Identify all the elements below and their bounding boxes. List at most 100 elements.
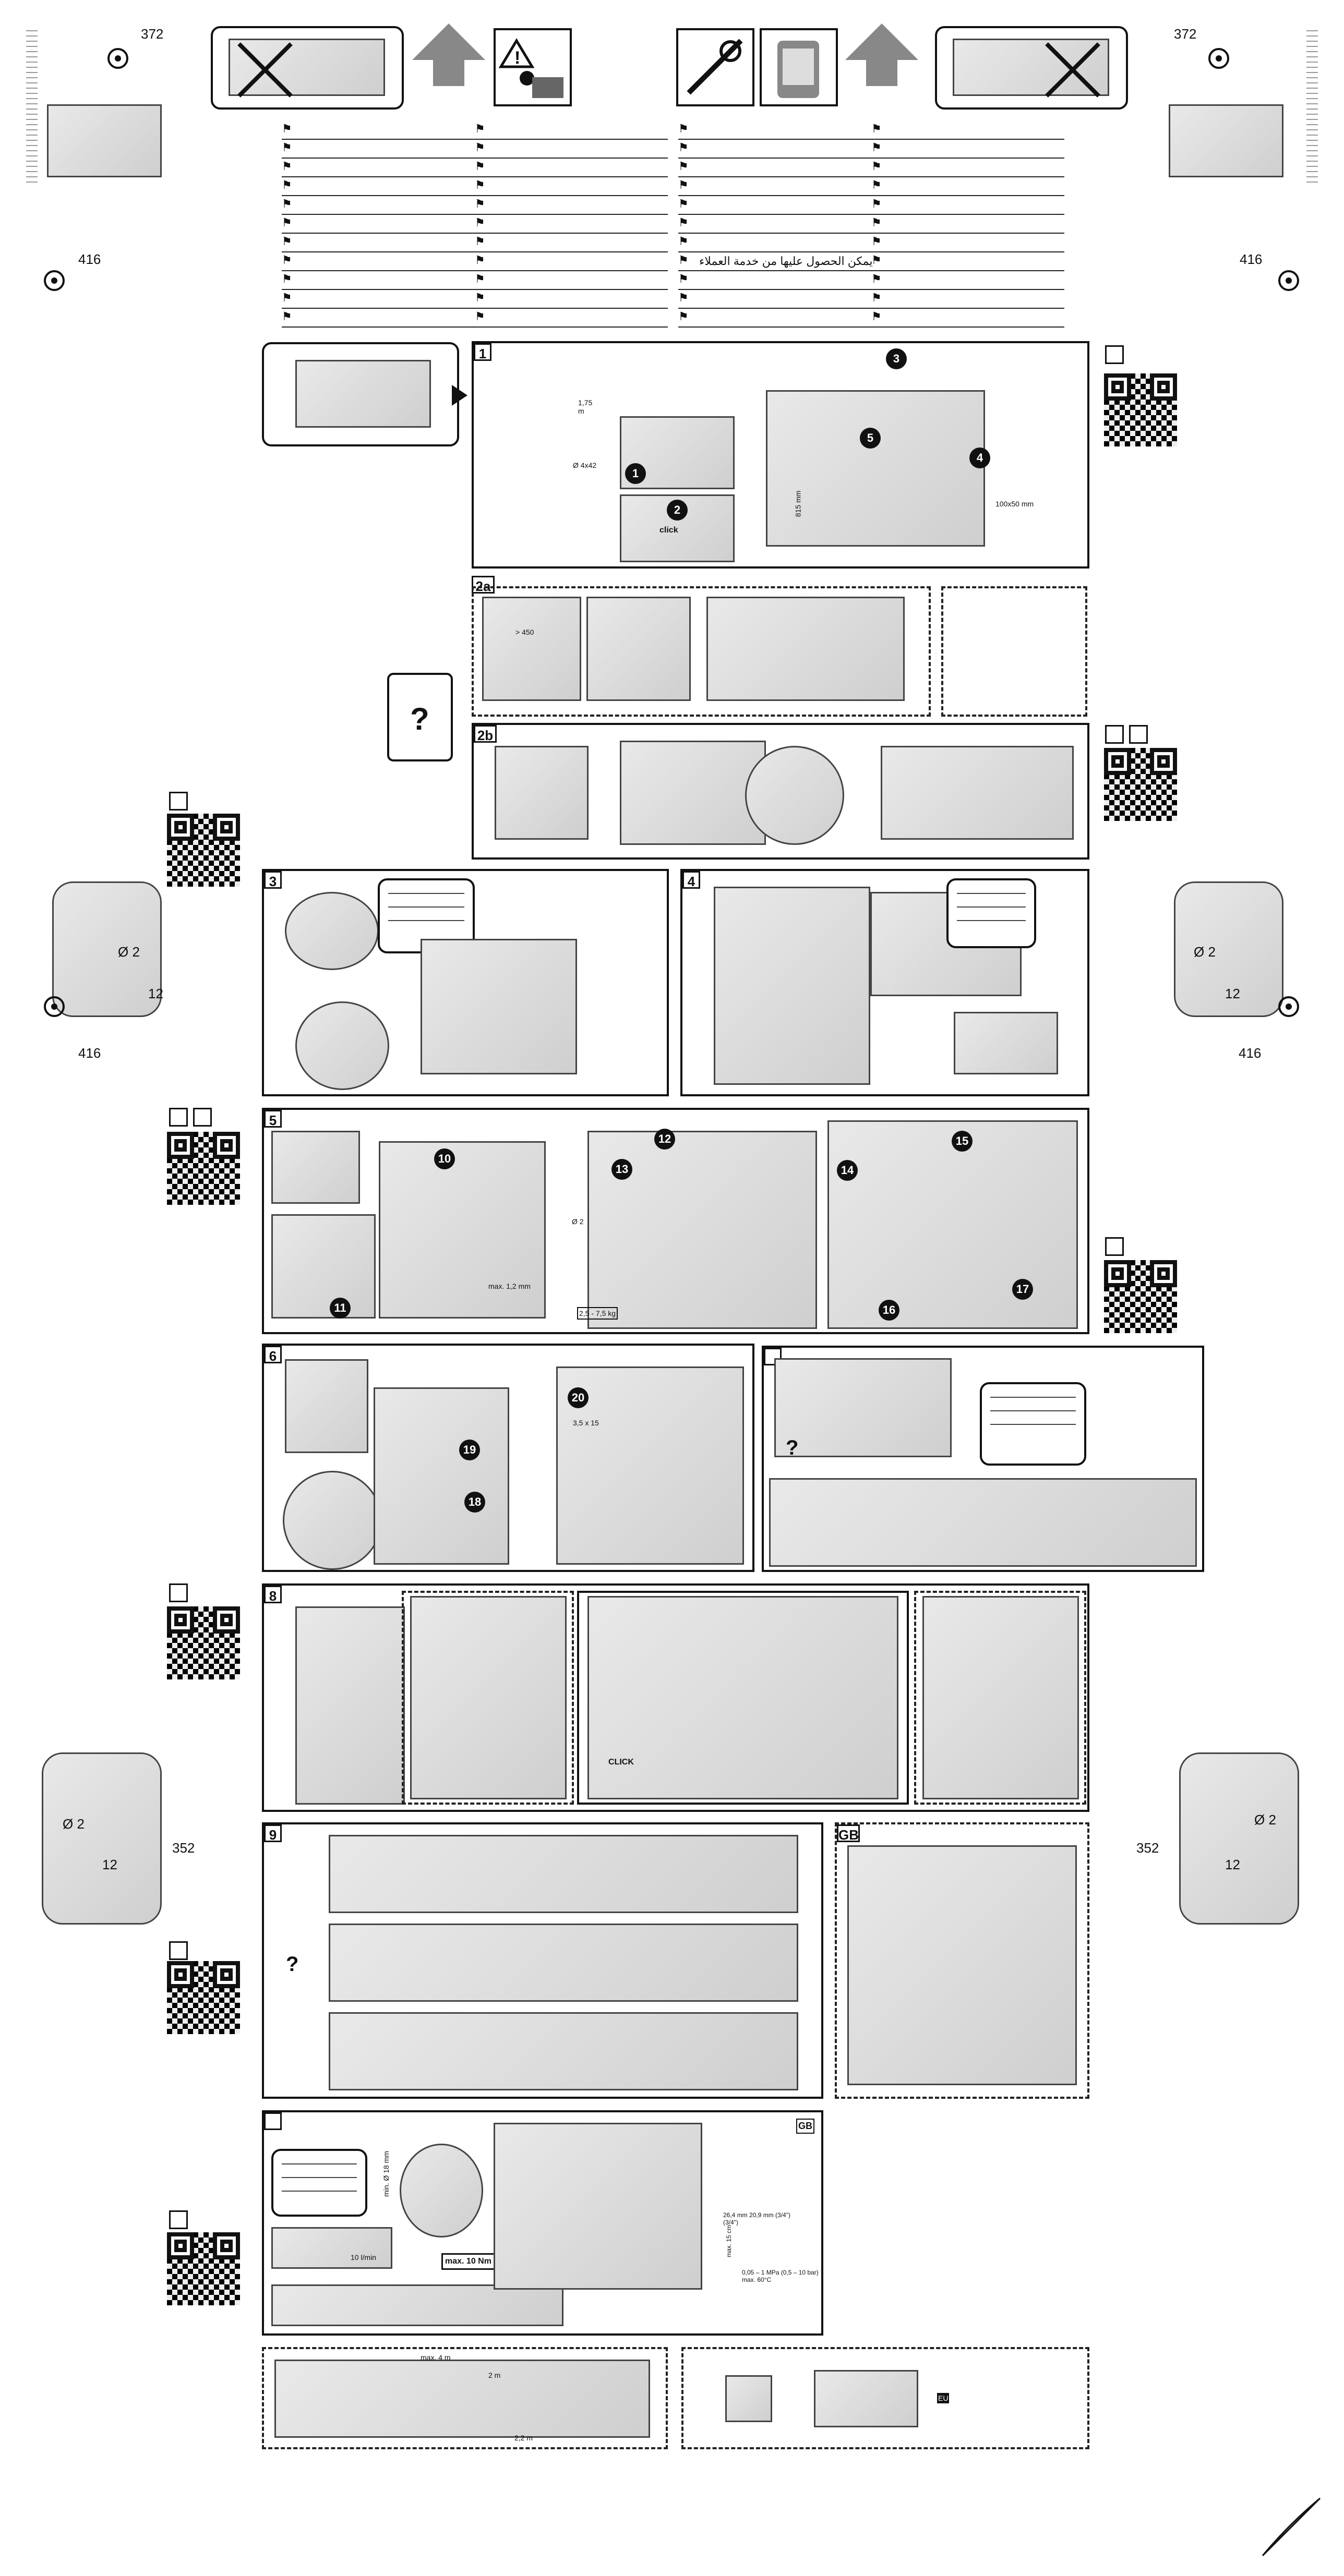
flag-icon: ⚑ <box>871 141 882 154</box>
hose-22m-label: 2,2 m <box>514 2434 533 2442</box>
door-template-illustration <box>379 1141 546 1319</box>
svg-text:!: ! <box>514 48 520 68</box>
language-cell: ⚑ <box>871 270 1064 290</box>
screw-target-icon-right <box>1208 48 1229 69</box>
flag-icon: ⚑ <box>871 197 882 210</box>
question-mark: ? <box>410 702 429 736</box>
qr-code-left-1[interactable] <box>167 814 240 887</box>
callout-2: 2 <box>667 500 688 521</box>
size-label: 100x50 mm <box>995 500 1034 508</box>
drill-illustration-lower-left <box>42 1752 162 1925</box>
hose-2m-label: 2 m <box>488 2371 501 2379</box>
drill-dim-lower-left: 352 <box>172 1840 195 1856</box>
language-cell: ⚑ <box>678 158 871 177</box>
qr-code-5-right[interactable] <box>1104 1260 1177 1333</box>
power-panel: EU <box>681 2347 1089 2449</box>
click-illustration <box>620 494 735 562</box>
language-cell: ⚑ <box>475 308 668 328</box>
language-cell: ⚑ <box>475 176 668 196</box>
torque-label: max. 10 Nm <box>441 2253 495 2270</box>
language-cell: ⚑ <box>678 176 871 196</box>
flag-icon: ⚑ <box>475 235 485 248</box>
app-leveling-icon <box>954 1012 1058 1074</box>
qr-label-9 <box>169 1941 188 1960</box>
section-water-panel: 10 l/min min. Ø 18 mm max. 10 Nm GB 26,4… <box>262 2110 823 2336</box>
door-close-illustration <box>374 1387 509 1565</box>
language-cell: ⚑ <box>678 251 871 271</box>
language-cell: ⚑ <box>871 251 1064 271</box>
pliers-illustration <box>847 1845 1077 2085</box>
pipe-detail-illustration <box>400 2144 483 2238</box>
language-cell: ⚑ <box>871 176 1064 196</box>
language-cell: ⚑ <box>678 139 871 159</box>
no-hose-illustration <box>285 892 379 970</box>
qr-code-5[interactable] <box>167 1132 240 1205</box>
up-arrow-icon-right <box>845 23 918 86</box>
flag-icon: ⚑ <box>678 178 689 191</box>
section-4-panel: 4 <box>680 869 1089 1096</box>
language-cell: ⚑ <box>678 270 871 290</box>
flag-icon: ⚑ <box>871 310 882 323</box>
flag-icon: ⚑ <box>678 235 689 248</box>
qr-code-1[interactable] <box>1104 373 1177 446</box>
flag-icon: ⚑ <box>678 253 689 267</box>
gb-panel: GB <box>835 1822 1089 2099</box>
screw-target-icon-side-left <box>44 270 65 291</box>
language-cell: ⚑ <box>282 195 475 215</box>
power-cable-illustration <box>814 2370 918 2427</box>
drill-illustration-right <box>1174 881 1283 1017</box>
drill-illustration-lower-right <box>1179 1752 1299 1925</box>
section-number-water <box>264 2112 282 2130</box>
qr-code-10[interactable] <box>167 2232 240 2305</box>
qr-label-box-2b-b <box>1129 725 1148 744</box>
screw-target-icon-drill-left <box>44 996 65 1017</box>
drill-diameter-lower-left: Ø 2 <box>63 1816 85 1832</box>
callout-17: 17 <box>1012 1279 1033 1300</box>
flag-icon: ⚑ <box>282 141 292 154</box>
section-7-panel: ? <box>762 1346 1204 1572</box>
height-max-label: max. 15 cm <box>725 2224 733 2258</box>
language-cell: ⚑ <box>871 120 1064 140</box>
flag-icon: ⚑ <box>678 291 689 304</box>
drill-depth-left: 12 <box>148 986 163 1001</box>
gb-tag: GB <box>796 2119 814 2134</box>
cross-out-icon-right <box>1045 42 1100 98</box>
leveling-illustration <box>714 887 870 1085</box>
wrong-install-illustration <box>706 597 905 701</box>
qr-code-2b[interactable] <box>1104 748 1177 821</box>
flag-icon: ⚑ <box>871 272 882 285</box>
callout-3: 3 <box>886 348 907 369</box>
gb-label: GB <box>837 1824 860 1843</box>
variant-b-illustration <box>329 1924 798 2002</box>
callout-16: 16 <box>879 1300 899 1321</box>
qr-code-9[interactable] <box>167 1961 240 2034</box>
width-label: > 450 <box>515 628 534 636</box>
qr-code-8[interactable] <box>167 1606 240 1679</box>
flag-icon: ⚑ <box>678 310 689 323</box>
flag-icon: ⚑ <box>871 160 882 173</box>
weight-label: 2,5 - 7,5 kg <box>577 1307 618 1320</box>
language-cell: ⚑ <box>282 251 475 271</box>
right-edge-ruler <box>1306 26 1318 183</box>
language-cell: ⚑ <box>678 233 871 252</box>
flag-icon: ⚑ <box>475 253 485 267</box>
flag-icon: ⚑ <box>871 291 882 304</box>
adjust-illustration <box>769 1478 1197 1567</box>
arrow-right-icon <box>452 385 467 406</box>
flag-icon: ⚑ <box>475 291 485 304</box>
door-hinge-illustration-a <box>410 1596 567 1799</box>
note-box-water <box>271 2149 367 2217</box>
dishwasher-3d-illustration <box>766 390 985 547</box>
dim-side-right: 416 <box>1240 251 1263 267</box>
tools-icon <box>676 28 754 106</box>
section-number-6: 6 <box>264 1346 282 1364</box>
callout-20: 20 <box>568 1387 589 1408</box>
qr-label-5-right <box>1105 1237 1124 1256</box>
language-cell: ⚑ <box>871 233 1064 252</box>
callout-5: 5 <box>860 428 881 449</box>
section-6-panel: 6 18 19 3,5 x 15 20 <box>262 1344 754 1572</box>
language-cell: ⚑ <box>475 158 668 177</box>
feet-detail-illustration <box>295 1001 389 1090</box>
flag-icon: ⚑ <box>678 197 689 210</box>
dim-top-left: 372 <box>141 26 164 42</box>
